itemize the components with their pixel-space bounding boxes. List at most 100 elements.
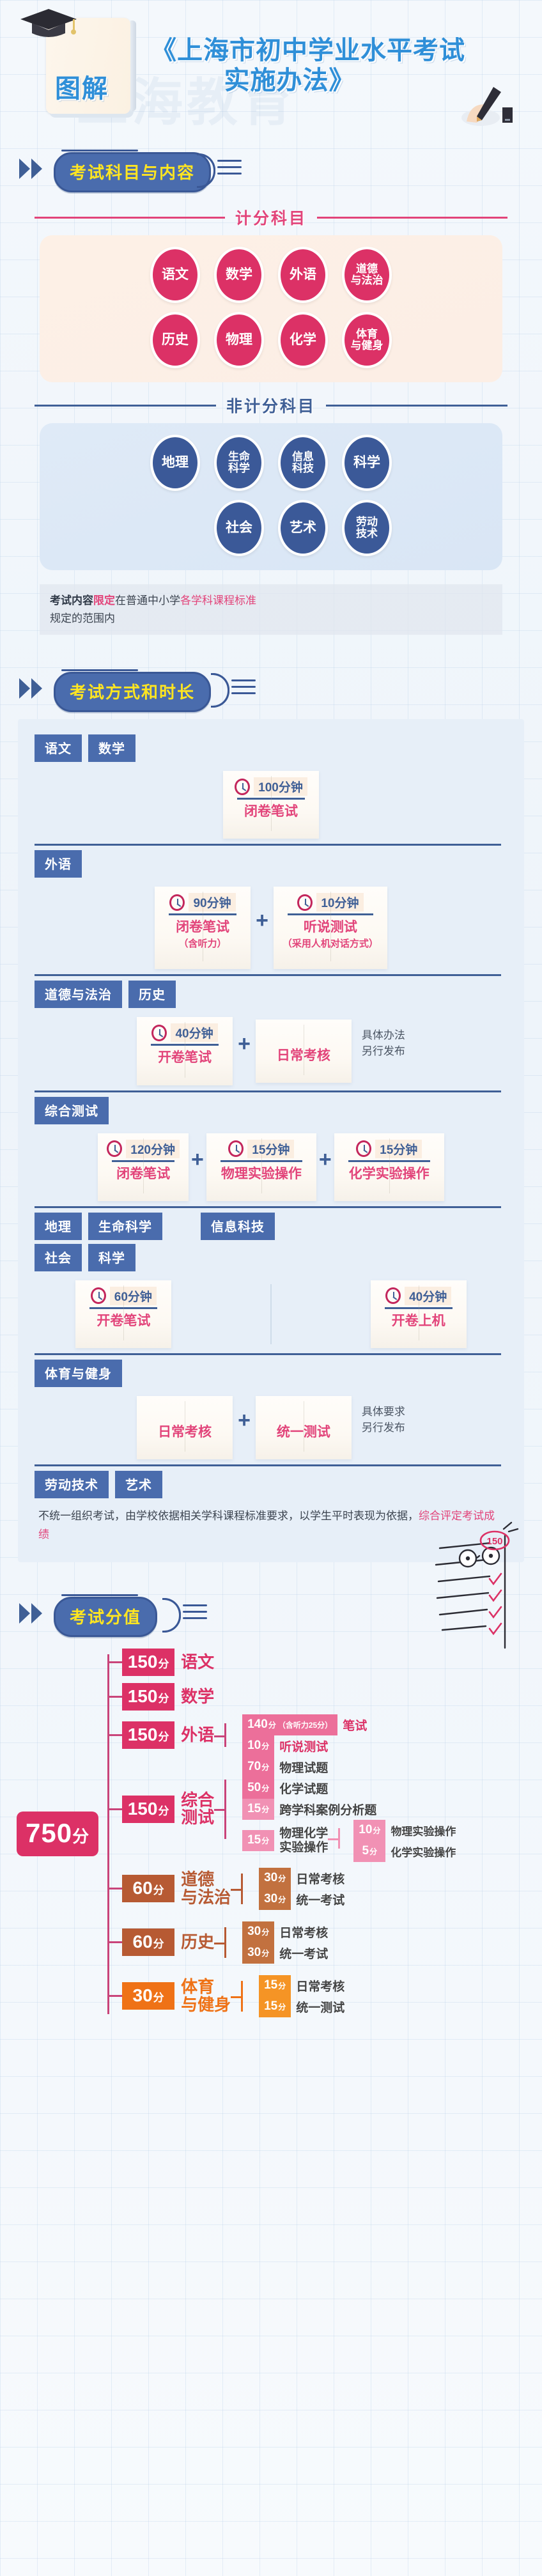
method-tags: 劳动技术 艺术 — [35, 1464, 507, 1499]
subject-bubble[interactable]: 道德与法治 — [342, 247, 392, 303]
score-value: 150 — [127, 1686, 158, 1707]
exam-card-duration: 40分钟 — [146, 1023, 224, 1043]
subject-tag[interactable]: 语文 — [35, 734, 82, 763]
subject-tag[interactable]: 数学 — [88, 734, 136, 763]
pill-top-line — [61, 150, 138, 151]
subject-tag[interactable]: 外语 — [35, 850, 82, 878]
plus-icon: + — [238, 1032, 251, 1057]
sub-branch-name: 统一考试 — [279, 1947, 329, 1961]
subject-tag[interactable]: 历史 — [128, 981, 176, 1009]
block-rule — [35, 1353, 501, 1355]
subject-bubble[interactable]: 物理 — [214, 312, 264, 368]
deep-branch-name: 化学实验操作 — [391, 1846, 456, 1859]
subject-tag[interactable]: 劳动技术 — [35, 1471, 109, 1499]
duration-text: 40分钟 — [405, 1286, 452, 1305]
branch-connector — [109, 1734, 123, 1737]
block-rule — [35, 844, 501, 846]
subject-bubble[interactable]: 社会 — [214, 500, 264, 556]
exam-type-label: 化学实验操作 — [348, 1166, 430, 1181]
tree-spine — [107, 1654, 110, 2014]
sub-score-unit: 分 — [261, 1741, 270, 1751]
subject-bubble[interactable]: 生命科学 — [214, 435, 264, 491]
methods-container: 语文 数学 100分钟 闭卷笔试 外语 — [18, 719, 524, 1562]
subject-bubble[interactable]: 地理 — [150, 435, 200, 491]
exam-card-duration: 90分钟 — [164, 893, 242, 912]
sub-score-value: 50 — [247, 1780, 261, 1794]
method-aside-note: 具体办法另行发布 — [361, 1028, 405, 1057]
method-description: 不统一组织考试，由学校依据相关学科课程标准要求，以学生平时表现为依据，综合评定考… — [35, 1498, 507, 1544]
card-rule — [287, 913, 373, 916]
subject-tag[interactable]: 道德与法治 — [35, 981, 122, 1009]
subject-bubble[interactable]: 艺术 — [278, 500, 328, 556]
branch-connector — [109, 1661, 123, 1664]
branch-connector — [109, 1941, 123, 1944]
subject-tag[interactable]: 信息科技 — [201, 1212, 275, 1240]
divider-unscored-subjects: 非计分科目 — [0, 394, 542, 417]
clock-icon — [107, 1140, 123, 1158]
clock-icon — [90, 1287, 106, 1305]
subject-bubble[interactable]: 数学 — [214, 247, 264, 303]
subject-bubble[interactable]: 外语 — [278, 247, 328, 303]
block-rule — [35, 1090, 501, 1092]
subject-bubble[interactable]: 历史 — [150, 312, 200, 368]
exam-content-note: 考试内容限定在普通中小学各学科课程标准规定的范围内 — [40, 584, 502, 635]
method-row: 120分钟 闭卷笔试 + 15分钟 物理实验操作 + — [35, 1124, 507, 1202]
sub-score-unit: 分 — [261, 1948, 270, 1958]
score-value: 30 — [132, 1985, 153, 2006]
subject-bubble[interactable]: 信息科技 — [278, 435, 328, 491]
sub-score-value: 15 — [264, 1999, 278, 2013]
exam-type-label: 闭卷笔试 — [244, 804, 298, 819]
exam-type-label: 统一测试 — [276, 1425, 330, 1439]
plus-icon: + — [190, 1147, 204, 1172]
exam-card: 10分钟 听说测试 （采用人机对话方式） — [273, 887, 387, 970]
score-value: 150 — [127, 1652, 158, 1672]
duration-text: 60分钟 — [109, 1286, 157, 1305]
subject-tag[interactable]: 艺术 — [115, 1471, 162, 1499]
exam-paper-doodle-icon: 150 — [435, 1521, 519, 1649]
subject-bubble[interactable]: 劳动技术 — [342, 500, 392, 556]
plus-icon: + — [238, 1408, 251, 1433]
sub-branch-name: 跨学科案例分析题 — [279, 1803, 377, 1817]
subject-tag[interactable]: 科学 — [88, 1243, 136, 1271]
pill-top-line — [61, 669, 138, 672]
sub-score-value: 10 — [247, 1738, 261, 1752]
sub-score-value: 30 — [264, 1870, 278, 1884]
deep-branch-connector — [328, 1820, 350, 1857]
sub-branch-name: 日常考核 — [279, 1926, 329, 1940]
score-unit: 分 — [153, 1884, 164, 1897]
subject-bubble[interactable]: 语文 — [150, 247, 200, 303]
subject-bubble[interactable]: 科学 — [342, 435, 392, 491]
subject-tag[interactable]: 生命科学 — [88, 1212, 162, 1240]
subject-tag[interactable]: 体育与健身 — [35, 1360, 122, 1387]
subject-tag[interactable]: 综合测试 — [35, 1096, 109, 1124]
subject-bubble[interactable]: 化学 — [278, 312, 328, 368]
method-block: 道德与法治 历史 40分钟 开卷笔试 + 日常考核 具体办法另行发布 — [18, 974, 524, 1090]
subject-bubble[interactable]: 体育与健身 — [342, 312, 392, 368]
score-value: 150 — [127, 1798, 158, 1819]
subject-tag[interactable]: 社会 — [35, 1243, 82, 1271]
method-aside-note: 具体要求另行发布 — [361, 1405, 405, 1434]
divider-label-unscored: 非计分科目 — [226, 398, 316, 415]
sub-branch-name: 统一考试 — [296, 1893, 345, 1907]
exam-type-sublabel: （含听力） — [178, 938, 227, 950]
sub-branch-name: 物理试题 — [279, 1761, 329, 1775]
subject-tag[interactable]: 地理 — [35, 1212, 82, 1240]
sub-branch-connector — [231, 1969, 252, 2023]
sub-score-unit: 分 — [261, 1927, 270, 1937]
note-prefix: 考试内容 — [50, 594, 93, 607]
section-title-subjects: 考试科目与内容 — [54, 152, 212, 192]
card-rule — [220, 1160, 302, 1162]
